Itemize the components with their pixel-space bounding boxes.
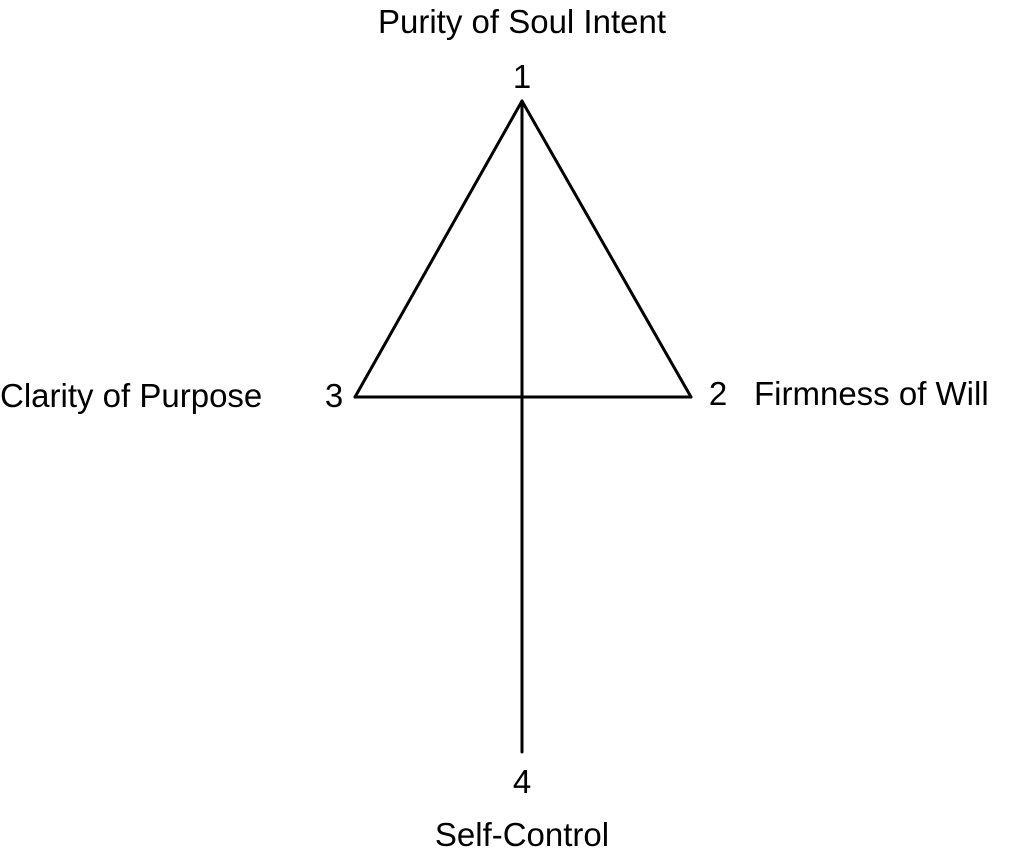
edge-left-top xyxy=(353,99,524,399)
node-number-right: 2 xyxy=(708,375,728,412)
node-number-bottom: 4 xyxy=(512,763,532,800)
node-number-left: 3 xyxy=(324,377,344,414)
edge-top-right xyxy=(520,99,693,399)
node-label-right: Firmness of Will xyxy=(754,375,989,412)
node-label-top: Purity of Soul Intent xyxy=(378,3,666,40)
node-number-top: 1 xyxy=(512,58,532,95)
node-label-bottom: Self-Control xyxy=(434,816,610,853)
node-label-left: Clarity of Purpose xyxy=(0,377,263,414)
